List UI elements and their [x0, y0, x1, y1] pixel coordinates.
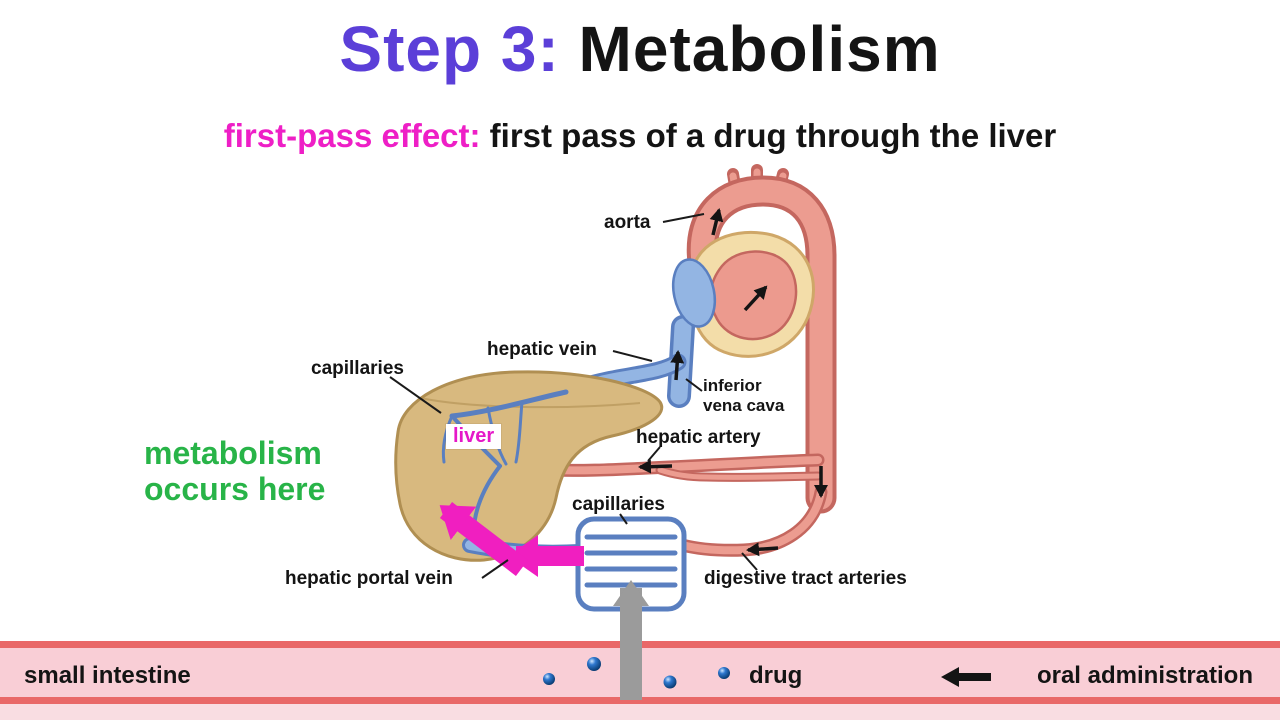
hepatic-portal-vein-vessel [462, 537, 588, 561]
metabolism-note: metabolism occurs here [144, 435, 326, 507]
first-pass-arrows-icon [439, 502, 584, 577]
label-oral-administration: oral administration [1036, 662, 1253, 689]
oral-administration-arrow-icon [941, 667, 991, 692]
label-hepatic-portal-vein: hepatic portal vein [285, 568, 453, 589]
label-hepatic-artery: hepatic artery [636, 427, 761, 448]
page-title: Step 3: Metabolism [0, 14, 1280, 84]
label-hepatic-vein: hepatic vein [487, 339, 597, 360]
label-small-intestine: small intestine [24, 662, 191, 689]
aorta-branch-stubs [727, 164, 789, 204]
label-capillaries-gut: capillaries [572, 494, 665, 515]
liver-capillaries [441, 389, 569, 542]
intestine-wall-top [0, 641, 1280, 648]
label-liver: liver [446, 424, 502, 449]
title-rest: Metabolism [559, 13, 941, 85]
label-digestive-tract-arteries: digestive tract arteries [704, 568, 907, 589]
digestive-tract-arteries-vessel [675, 485, 828, 557]
below-intestine-fill [0, 704, 1280, 720]
label-inferior-vena-cava: inferior vena cava [703, 376, 785, 415]
intestine-wall-bottom [0, 697, 1280, 704]
page-subtitle: first-pass effect: first pass of a drug … [0, 117, 1280, 154]
capillary-bed [575, 516, 687, 612]
subtitle-term: first-pass effect: [223, 117, 481, 154]
hepatic-vein-vessel [557, 353, 687, 401]
aorta-vessel [686, 175, 837, 514]
leader-lines [389, 213, 758, 579]
title-step: Step 3: [339, 13, 560, 85]
label-aorta: aorta [604, 212, 651, 233]
label-capillaries-liver: capillaries [311, 358, 404, 379]
subtitle-rest: first pass of a drug through the liver [480, 117, 1057, 154]
hepatic-artery-vessel [541, 453, 825, 482]
inferior-vena-cava-vessel [667, 315, 695, 408]
liver-shape [394, 370, 664, 562]
label-drug: drug [749, 662, 803, 689]
heart [671, 230, 815, 358]
